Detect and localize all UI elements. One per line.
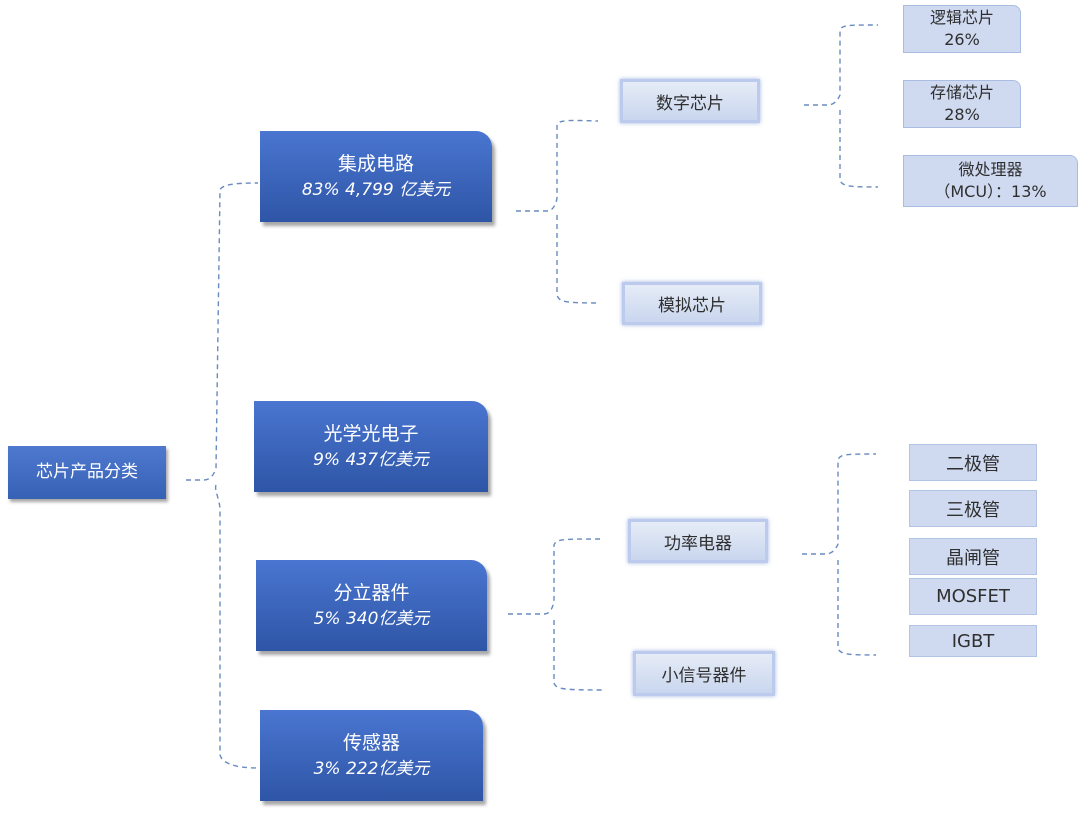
node-label: 三极管 <box>946 499 1000 521</box>
power-connector <box>802 453 877 656</box>
memory-chip-node: 存储芯片 28% <box>903 80 1021 128</box>
category-node-ic: 集成电路 83% 4,799 亿美元 <box>260 131 492 222</box>
node-label: 功率电器 <box>664 533 732 554</box>
node-label: MOSFET <box>936 586 1010 607</box>
category-node-sensor: 传感器 3% 222亿美元 <box>260 710 483 801</box>
ic-connector <box>516 119 599 304</box>
logic-chip-node: 逻辑芯片 26% <box>903 5 1021 53</box>
node-label: 二极管 <box>946 453 1000 475</box>
microprocessor-node: 微处理器 （MCU）：13% <box>903 155 1078 207</box>
node-label: IGBT <box>951 630 995 652</box>
root-label: 芯片产品分类 <box>36 462 138 482</box>
transistor-node: 三极管 <box>909 490 1037 527</box>
discrete-connector <box>508 538 603 691</box>
category-label: 分立器件 <box>333 581 410 604</box>
category-detail: 9% 437亿美元 <box>313 449 429 470</box>
diode-node: 二极管 <box>909 444 1037 481</box>
node-label: 小信号器件 <box>661 666 747 686</box>
node-label: 数字芯片 <box>656 93 724 114</box>
igbt-node: IGBT <box>909 625 1037 657</box>
digital-connector <box>804 24 879 188</box>
root-connector <box>186 182 259 769</box>
analog-chip-node: 模拟芯片 <box>622 282 762 325</box>
mosfet-node: MOSFET <box>909 578 1037 615</box>
category-detail: 5% 340亿美元 <box>313 608 430 629</box>
category-label: 集成电路 <box>337 152 414 175</box>
category-label: 光学光电子 <box>323 422 419 445</box>
category-node-optoelectronics: 光学光电子 9% 437亿美元 <box>254 401 488 492</box>
node-label: 存储芯片 <box>929 83 994 102</box>
category-node-discrete: 分立器件 5% 340亿美元 <box>256 560 487 651</box>
node-label: 微处理器 <box>958 160 1023 179</box>
node-value: 28% <box>944 105 980 124</box>
thyristor-node: 晶闸管 <box>909 538 1037 575</box>
node-label: 晶闸管 <box>946 547 1000 569</box>
node-value: （MCU）：13% <box>934 182 1047 201</box>
digital-chip-node: 数字芯片 <box>620 79 760 123</box>
small-signal-device-node: 小信号器件 <box>633 651 775 696</box>
node-label: 模拟芯片 <box>658 296 726 316</box>
category-detail: 83% 4,799 亿美元 <box>301 179 451 200</box>
power-device-node: 功率电器 <box>628 519 768 563</box>
root-node: 芯片产品分类 <box>8 446 166 499</box>
category-label: 传感器 <box>342 731 400 754</box>
category-detail: 3% 222亿美元 <box>313 758 430 779</box>
node-label: 逻辑芯片 <box>929 8 994 27</box>
node-value: 26% <box>944 30 980 49</box>
